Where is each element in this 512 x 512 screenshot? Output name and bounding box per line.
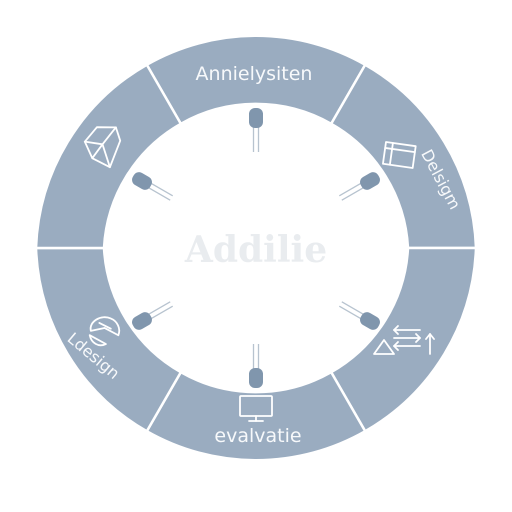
- monitor-icon: [239, 395, 273, 422]
- pin-development: [338, 301, 380, 330]
- pin-ldesign: [132, 301, 174, 330]
- pin-design: [338, 172, 380, 201]
- center-label: Addilie: [184, 229, 327, 271]
- segment-label-analysis: Annielysiten: [196, 63, 313, 85]
- segment-ldesign: [34, 246, 183, 433]
- pin-evaluation: [249, 344, 263, 388]
- segment-development: [329, 246, 478, 433]
- layout-icon: [382, 141, 417, 169]
- segment-implementation: [34, 63, 183, 250]
- pin-implementation: [132, 172, 174, 201]
- pin-analysis: [249, 108, 263, 152]
- sort-arrows-icon: [373, 325, 435, 355]
- segment-design: [329, 63, 478, 250]
- bandage-icon: [88, 316, 121, 347]
- segment-label-evaluation: evalvatie: [214, 425, 301, 447]
- gem-icon: [83, 126, 122, 169]
